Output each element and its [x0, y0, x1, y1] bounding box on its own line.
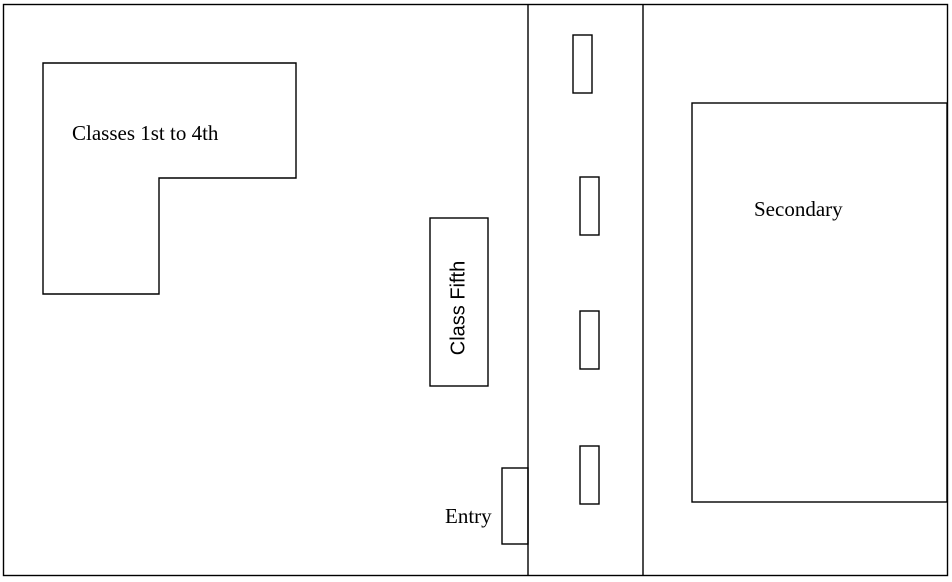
label-classes-1-to-4: Classes 1st to 4th — [72, 121, 219, 145]
road-divider-dash — [572, 34, 593, 94]
road-divider-dash — [579, 176, 600, 236]
building-classes-1-to-4 — [42, 62, 297, 295]
label-secondary: Secondary — [754, 197, 843, 221]
outer-boundary — [2, 3, 949, 577]
road-divider-dash — [579, 445, 600, 505]
label-entry: Entry — [445, 504, 492, 528]
label-class-fifth: Class Fifth — [447, 261, 469, 355]
building-class-fifth — [429, 217, 489, 387]
entry-gate — [501, 467, 529, 545]
building-secondary — [691, 102, 948, 503]
road-divider-dash — [579, 310, 600, 370]
